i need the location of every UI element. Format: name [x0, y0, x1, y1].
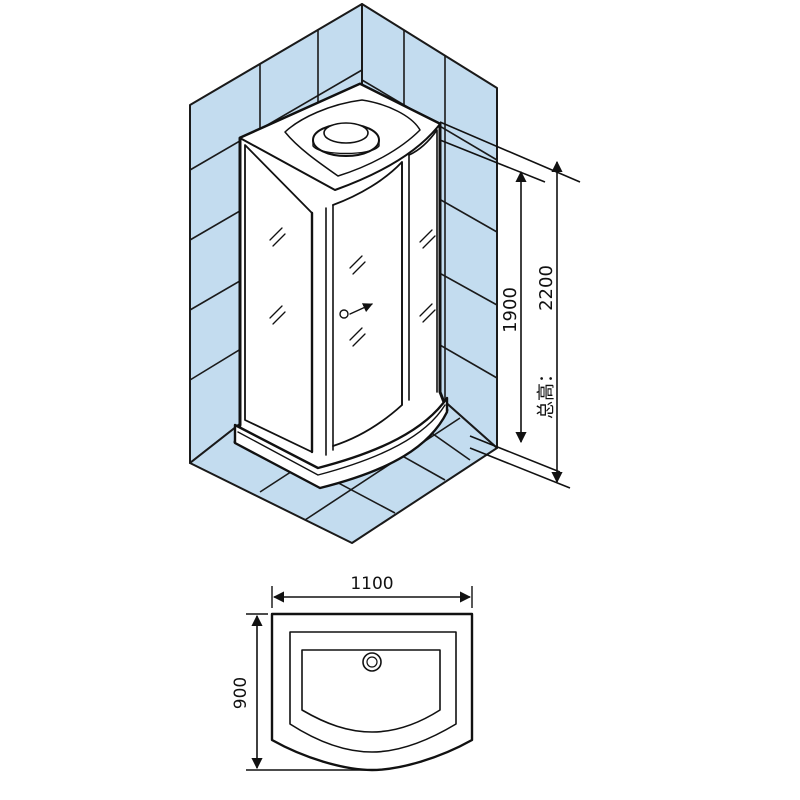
glass-reflections [269, 227, 436, 347]
cabin-roof-inner [284, 99, 421, 177]
tray-outer-outline [270, 612, 474, 772]
height-total-label: 2200 [536, 265, 557, 311]
drain-icon [362, 652, 382, 672]
width-label: 1100 [350, 574, 393, 594]
door-open-arrow [349, 303, 373, 315]
roof-fan-inner [323, 122, 369, 144]
depth-label: 900 [231, 677, 251, 709]
shower-tray [233, 396, 449, 490]
tray-plan-view [246, 586, 474, 772]
shower-cabin [233, 82, 449, 490]
height-inner-label: 1900 [500, 287, 521, 333]
height-dimensions [439, 121, 581, 489]
door-handle-icon [339, 309, 349, 319]
tray-inner-rim [289, 631, 457, 753]
tray-basin [301, 649, 441, 733]
height-total-prefix: 总高： [536, 365, 557, 419]
